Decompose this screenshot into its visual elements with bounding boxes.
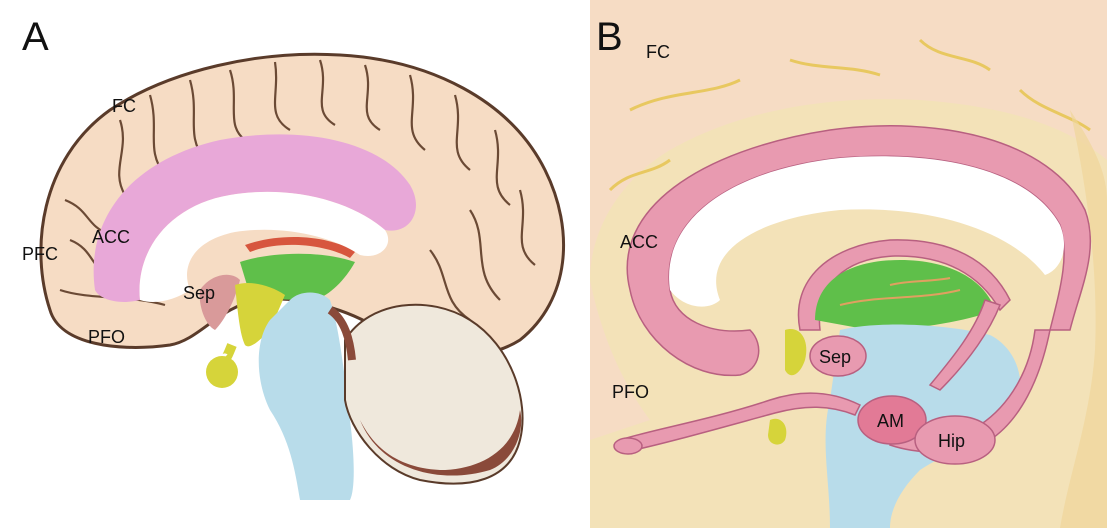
label-pfo-b: PFO xyxy=(612,382,649,402)
label-acc-a: ACC xyxy=(92,227,130,247)
label-pfo-a: PFO xyxy=(88,327,125,347)
panel-a-diagram: A FC ACC PFC Sep PFO xyxy=(0,0,590,528)
label-am-b: AM xyxy=(877,411,904,431)
label-pfc-a: PFC xyxy=(22,244,58,264)
label-sep-b: Sep xyxy=(819,347,851,367)
label-sep-a: Sep xyxy=(183,283,215,303)
panel-a: A FC ACC PFC Sep PFO xyxy=(0,0,590,528)
panel-b-diagram: B FC ACC Sep PFO AM Hip xyxy=(590,0,1107,528)
label-acc-b: ACC xyxy=(620,232,658,252)
label-fc-a: FC xyxy=(112,96,136,116)
panel-letter-a: A xyxy=(22,15,49,59)
panel-letter-b: B xyxy=(596,15,623,59)
label-hip-b: Hip xyxy=(938,431,965,451)
panel-b: B FC ACC Sep PFO AM Hip xyxy=(590,0,1107,528)
label-fc-b: FC xyxy=(646,42,670,62)
